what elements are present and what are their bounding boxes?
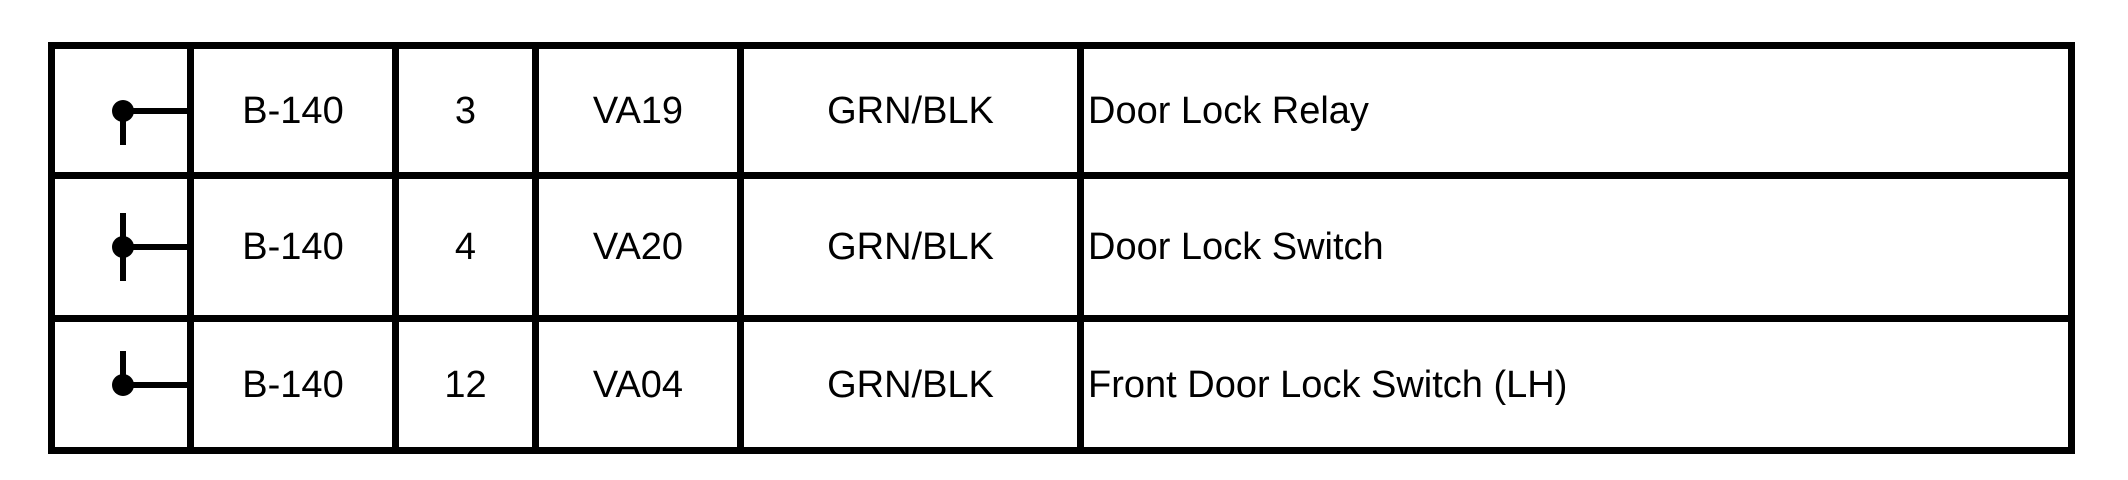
wire-stub-up xyxy=(120,213,126,247)
circuit-code-cell: VA20 xyxy=(539,179,744,315)
wire-stub-down xyxy=(120,247,126,281)
connector-id-cell: B-140 xyxy=(194,49,399,172)
destination-cell: Front Door Lock Switch (LH) xyxy=(1088,363,1568,406)
wire-color-cell: GRN/BLK xyxy=(744,179,1084,315)
pin-number-cell: 4 xyxy=(399,179,539,315)
table-row: B-140 12 VA04 GRN/BLK Front Door Lock Sw… xyxy=(55,315,2068,447)
table-row: B-140 3 VA19 GRN/BLK Door Lock Relay xyxy=(55,49,2068,172)
wire-color-cell: GRN/BLK xyxy=(744,322,1084,447)
connector-id-cell: B-140 xyxy=(194,179,399,315)
wire-stub-down xyxy=(120,110,126,145)
wire-line-right xyxy=(123,381,187,388)
wire-line-right xyxy=(123,107,187,114)
circuit-code-cell: VA19 xyxy=(539,49,744,172)
wire-line-right xyxy=(123,244,187,250)
pin-number-cell: 3 xyxy=(399,49,539,172)
wire-stub-up xyxy=(120,350,126,385)
symbol-cell xyxy=(55,322,194,447)
circuit-code-cell: VA04 xyxy=(539,322,744,447)
pin-number-cell: 12 xyxy=(399,322,539,447)
symbol-cell xyxy=(55,179,194,315)
connector-id-cell: B-140 xyxy=(194,322,399,447)
destination-cell: Door Lock Relay xyxy=(1088,89,1369,132)
wire-color-cell: GRN/BLK xyxy=(744,49,1084,172)
symbol-cell xyxy=(55,49,194,172)
destination-cell: Door Lock Switch xyxy=(1088,226,1384,268)
wire-branch-up-down-icon xyxy=(55,179,187,315)
wire-branch-down-icon xyxy=(55,49,187,172)
table-row: B-140 4 VA20 GRN/BLK Door Lock Switch xyxy=(55,172,2068,315)
connector-pin-table: B-140 3 VA19 GRN/BLK Door Lock Relay B-1… xyxy=(48,42,2075,454)
wire-branch-up-icon xyxy=(55,322,187,447)
